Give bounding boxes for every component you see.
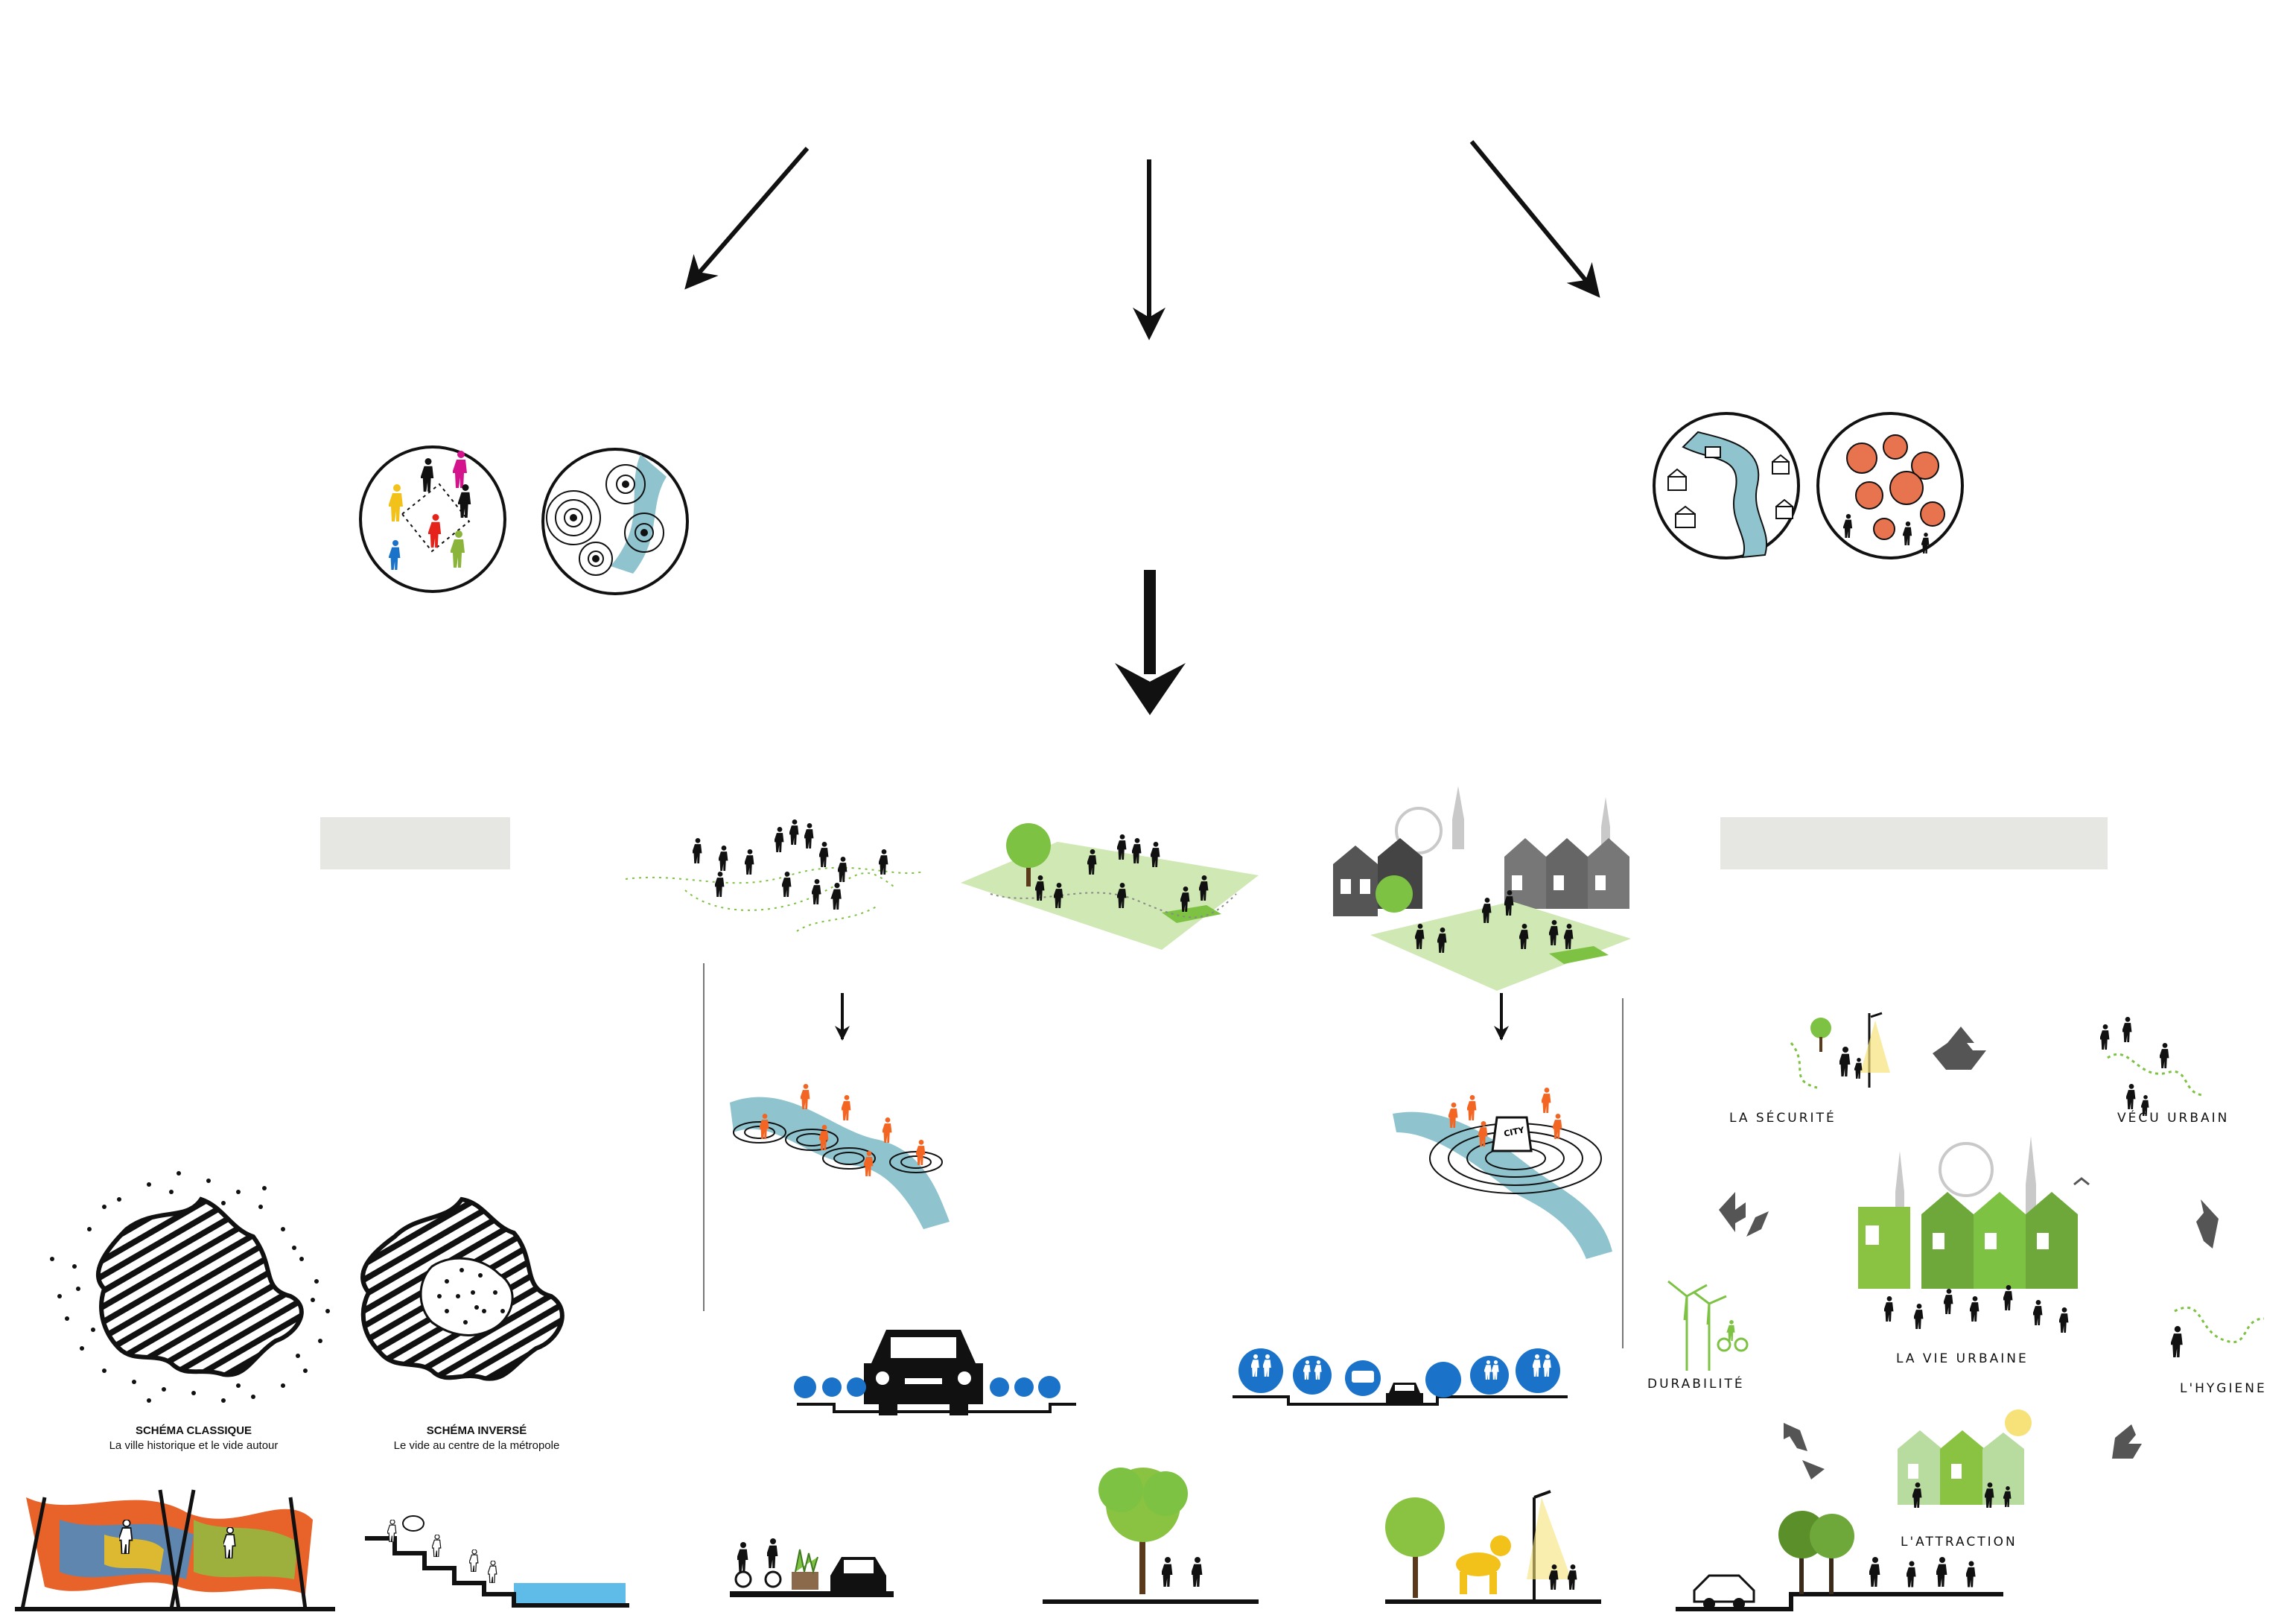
bottom-tree-lamp-balloon-dog [1385, 1490, 1601, 1604]
cycle-attraction-illustration [1898, 1409, 2032, 1508]
recycle-arrow-left [1719, 1192, 1769, 1237]
arrow-right [1469, 140, 1600, 298]
city-sign [1491, 1116, 1533, 1152]
bottom-colorful-canopy [15, 1489, 335, 1611]
cycle-hygiene-illustration [2171, 1306, 2265, 1357]
recycle-arrow-bottom-right [2112, 1424, 2142, 1459]
gray-panel-left [320, 817, 510, 869]
street-pedestrian-dominant [1233, 1348, 1568, 1406]
park-scene [961, 823, 1259, 950]
label-attraction: L'ATTRACTION [1901, 1535, 2017, 1550]
car-front-icon [864, 1330, 983, 1415]
schema-inverse-title: SCHÉMA INVERSÉ [426, 1424, 527, 1437]
schema-classique-drawing [50, 1171, 330, 1403]
gray-panel-right [1720, 817, 2108, 869]
street-car-dominant [794, 1330, 1076, 1415]
cycle-durabilite-illustration [1667, 1280, 1749, 1371]
river-city-scene [1393, 1088, 1612, 1259]
circle-people-network-icon [359, 445, 506, 593]
cycle-vecu-urbain-illustration [2100, 1017, 2205, 1116]
bottom-stairs-water [365, 1515, 629, 1608]
big-down-arrow [1115, 570, 1186, 715]
schema-inverse-drawing [360, 1196, 565, 1381]
bottom-bikes-planter-car [730, 1538, 894, 1597]
arrow-left [684, 147, 810, 290]
label-hygiene: L'HYGIENE [2180, 1381, 2267, 1396]
label-securite: LA SÉCURITÉ [1729, 1111, 1837, 1126]
label-vecu-urbain: VÉCU URBAIN [2117, 1111, 2230, 1126]
top-arrows [684, 140, 1600, 340]
recycle-arrow-right [2196, 1199, 2219, 1249]
small-car-icon [1386, 1383, 1423, 1403]
label-durabilite: DURABILITÉ [1647, 1377, 1745, 1392]
river-ripples-scene [730, 1084, 950, 1229]
schema-inverse-subtitle: Le vide au centre de la métropole [393, 1439, 560, 1452]
bottom-tree-bikes [1043, 1468, 1259, 1604]
recycle-arrow-bottom-left [1784, 1423, 1825, 1479]
city-square-scene [1333, 786, 1631, 991]
label-vie-urbaine: LA VIE URBAINE [1896, 1351, 2029, 1366]
bottom-car-trees-people [1676, 1511, 2003, 1611]
circle-river-ripples-icon [541, 448, 689, 595]
cycle-securite-illustration [1790, 1012, 1890, 1089]
circle-river-houses-icon [1653, 412, 1800, 559]
people-paths-scene [625, 819, 924, 932]
recycle-arrow-top [1933, 1027, 1986, 1070]
circle-community-bubbles-icon [1816, 412, 1964, 559]
schema-classique-subtitle: La ville historique et le vide autour [109, 1439, 279, 1452]
cycle-vie-urbaine-illustration [1858, 1136, 2090, 1333]
schema-classique-title: SCHÉMA CLASSIQUE [135, 1424, 252, 1437]
balloon-dog-sculpture [1456, 1535, 1511, 1594]
